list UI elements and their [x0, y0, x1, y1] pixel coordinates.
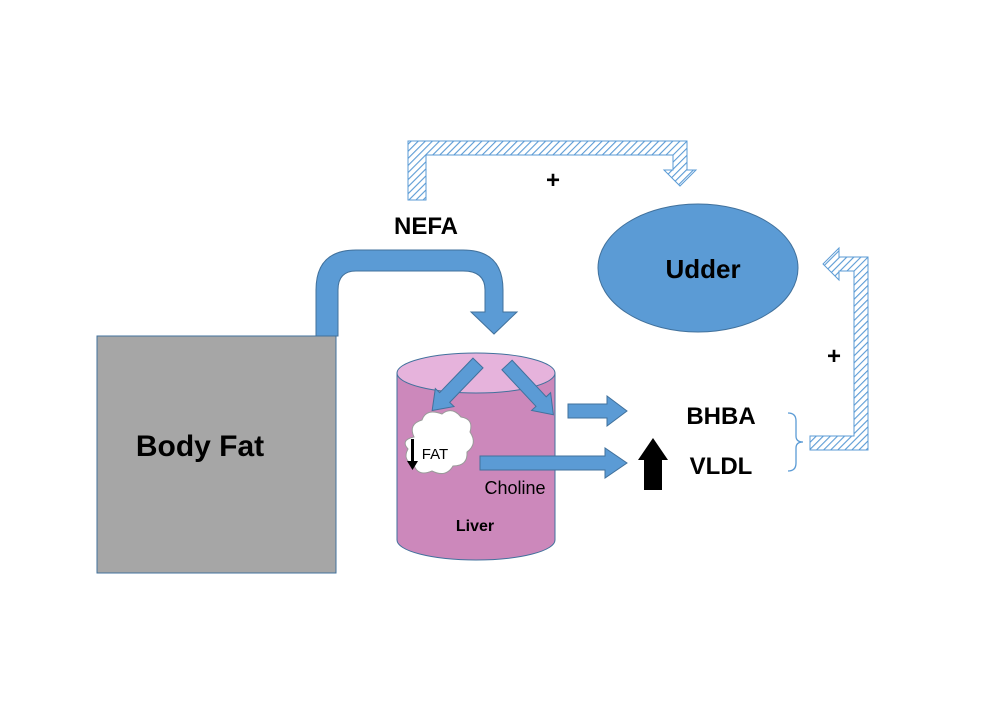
liver-split-arrow-right [501, 359, 554, 416]
udder-label: Udder [665, 254, 740, 284]
to-bhba-arrow [567, 395, 628, 427]
nefa-to-udder-arrow [407, 140, 698, 201]
liver-split-arrow-left [431, 357, 484, 412]
vldl-label: VLDL [690, 453, 753, 480]
top-plus-sign: + [546, 167, 560, 194]
nefa-arrow [315, 249, 519, 337]
body-fat-box [96, 335, 337, 574]
fat-label: FAT [422, 446, 448, 463]
vldl-up-arrow [638, 438, 668, 490]
liver-label: Liver [456, 518, 494, 535]
metabolites-brace [787, 412, 804, 472]
nefa-label: NEFA [394, 213, 458, 240]
metabolites-to-udder-arrow [809, 246, 869, 451]
udder-ellipse [597, 203, 799, 333]
body-fat-label: Body Fat [136, 430, 264, 463]
right-plus-sign: + [827, 343, 841, 370]
choline-label: Choline [484, 478, 545, 498]
bhba-label: BHBA [686, 403, 755, 430]
to-vldl-arrow [479, 447, 628, 479]
fat-down-arrow [407, 439, 418, 470]
